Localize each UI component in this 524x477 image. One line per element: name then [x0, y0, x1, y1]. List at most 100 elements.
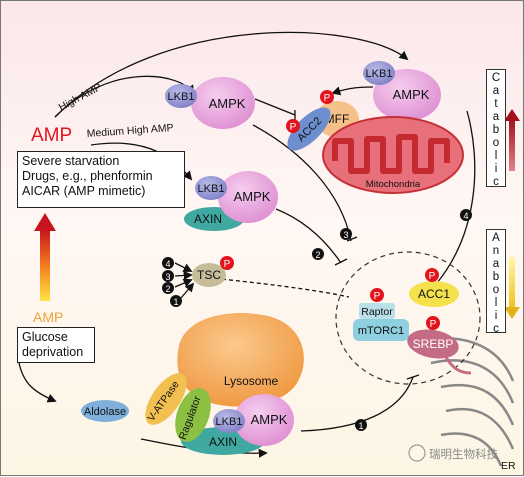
glucose-line1: Glucose — [22, 330, 68, 344]
amp-title-bottom: AMP — [33, 309, 64, 325]
glucose-box: Glucose deprivation — [17, 327, 95, 363]
svg-text:P: P — [429, 271, 436, 282]
svg-text:4: 4 — [463, 211, 468, 221]
mtorc1-label: mTORC1 — [358, 325, 404, 337]
raptor-label: Raptor — [361, 306, 393, 318]
phospho-badge — [370, 288, 384, 302]
srebp-label: SREBP — [413, 337, 454, 351]
catabolic-letter: t — [494, 98, 498, 110]
tsc-label: TSC — [197, 268, 221, 282]
lkb1-node — [165, 84, 197, 108]
phospho-badge — [220, 256, 234, 270]
anabolic-letter: b — [492, 271, 500, 283]
lkb1-node — [213, 409, 245, 433]
lysosome: Lysosome — [177, 313, 304, 407]
svg-text:4: 4 — [165, 259, 170, 269]
acc1-label: ACC1 — [418, 287, 450, 301]
lkb1-label: LKB1 — [366, 68, 393, 80]
anabolic-letter: A — [492, 232, 500, 244]
svg-text:P: P — [290, 122, 297, 133]
svg-text:3: 3 — [165, 272, 170, 282]
ampk-label: AMPK — [209, 96, 246, 111]
svg-text:1: 1 — [358, 421, 363, 431]
vatpase-node — [145, 373, 187, 425]
ragulator-node — [175, 388, 211, 442]
condition-starvation: Severe starvation — [22, 154, 120, 168]
glucose-line2: deprivation — [22, 345, 84, 359]
lysosome-label: Lysosome — [224, 374, 279, 388]
condition-aicar: AICAR (AMP mimetic) — [22, 184, 146, 198]
tsc-node-group: TSC P — [192, 256, 234, 287]
catabolic-letter: o — [492, 137, 500, 149]
catabolic-letter: a — [492, 111, 500, 123]
mitochondria: Mitochondria — [322, 116, 464, 194]
lkb1-node — [195, 176, 227, 200]
ampk-label: AMPK — [393, 87, 430, 102]
anabolic-letter: c — [493, 323, 499, 335]
catabolic-letter: a — [492, 85, 500, 97]
acc2-node-group: ACC2 P — [286, 107, 331, 151]
lkb1-label: LKB1 — [168, 91, 195, 103]
axin-label: AXIN — [194, 212, 222, 226]
watermark: 瑞明生物科技 — [408, 444, 498, 462]
mtorc1-node-group: Raptor mTORC1 P — [353, 288, 409, 341]
lkb1-label: LKB1 — [198, 183, 225, 195]
svg-text:P: P — [430, 319, 437, 330]
catabolic-letter: C — [491, 72, 501, 84]
ampk-complex-right: LKB1 AMPK — [363, 61, 441, 121]
svg-text:P: P — [224, 259, 231, 270]
srebp-node-group: SREBP P — [407, 316, 472, 375]
watermark-text: 瑞明生物科技 — [429, 447, 498, 461]
ampk-label: AMPK — [234, 189, 271, 204]
phospho-badge — [426, 316, 440, 330]
amp-title-top: AMP — [31, 125, 73, 146]
catabolic-letter: c — [493, 176, 499, 188]
aldolase-node — [81, 400, 129, 422]
ampk-complex-middle: AXIN LKB1 AMPK — [184, 171, 278, 231]
svg-text:3: 3 — [343, 230, 348, 240]
mitochondria-label: Mitochondria — [366, 179, 421, 190]
mtorc1-zone-circle — [335, 251, 481, 385]
phospho-badge — [286, 119, 300, 133]
catabolic-letter: i — [494, 163, 498, 175]
anabolic-letter: i — [494, 310, 498, 322]
svg-text:2: 2 — [165, 284, 170, 294]
lkb1-label: LKB1 — [216, 416, 243, 428]
catabolic-arrow — [504, 109, 520, 171]
acc1-node-group: ACC1 P — [409, 268, 459, 307]
mff-label: MFF — [325, 112, 350, 126]
tsc-step-markers: 4 3 2 1 — [162, 257, 182, 307]
svg-text:P: P — [324, 93, 331, 104]
high-amp-label: High AMP — [57, 81, 104, 114]
amp-gradient-arrow — [34, 213, 56, 301]
ampk-label: AMPK — [251, 412, 288, 427]
medium-amp-label: Medium High AMP — [86, 122, 174, 140]
er-label: ER — [501, 460, 516, 472]
catabolic-letter: l — [494, 150, 498, 162]
ampk-complex-top: LKB1 AMPK — [165, 77, 255, 129]
conditions-box: Severe starvation Drugs, e.g., phenformi… — [17, 151, 185, 208]
axin-label: AXIN — [209, 435, 237, 449]
phospho-badge — [425, 268, 439, 282]
ampk-node — [234, 394, 294, 446]
anabolic-letter: n — [492, 245, 500, 257]
pathway-step-markers: 3 2 4 1 — [312, 209, 472, 431]
svg-text:2: 2 — [315, 250, 320, 260]
ampk-node — [191, 77, 255, 129]
catabolic-letter: b — [492, 124, 500, 136]
lkb1-node — [363, 61, 395, 85]
aldolase-label: Aldolase — [84, 406, 126, 418]
ampk-node — [373, 69, 441, 121]
condition-drugs: Drugs, e.g., phenformin — [22, 169, 153, 183]
phospho-badge — [320, 90, 334, 104]
anabolic-letter: o — [492, 284, 500, 296]
svg-text:1: 1 — [173, 297, 178, 307]
anabolic-letter: l — [494, 297, 498, 309]
anabolic-arrow — [504, 257, 520, 319]
ampk-node — [218, 171, 278, 223]
svg-text:P: P — [374, 291, 381, 302]
